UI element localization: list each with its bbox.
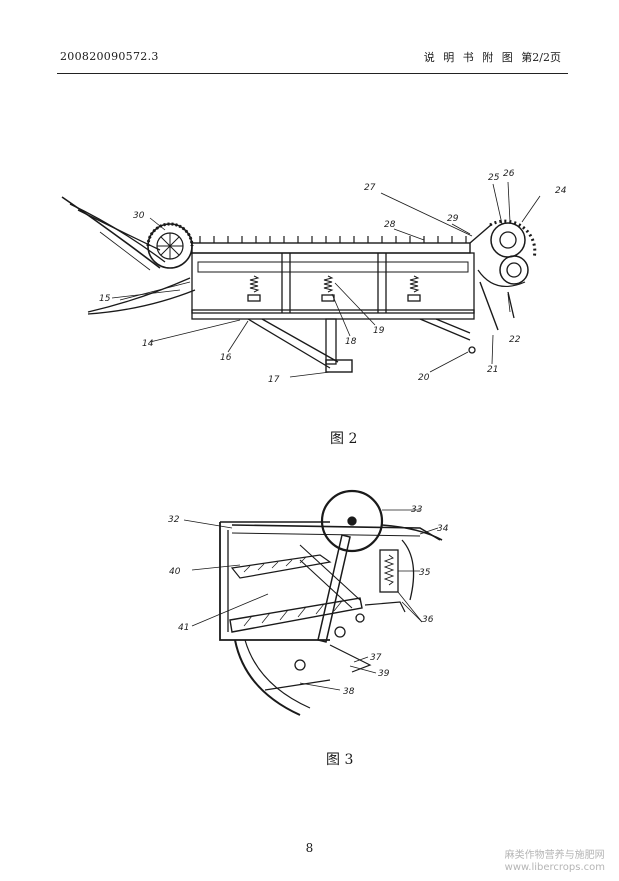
callout-17: 17 [268,375,280,385]
callout-32: 32 [168,515,180,525]
callout-14: 14 [142,339,154,349]
section-label: 说 明 书 附 图 [423,51,513,64]
callout-37: 37 [370,653,382,663]
callout-30: 30 [133,211,145,221]
callout-19: 19 [373,326,385,336]
callout-24: 24 [555,186,567,196]
callout-38: 38 [343,687,355,697]
callout-39: 39 [378,669,390,679]
patent-number: 200820090572.3 [60,50,159,63]
callout-41: 41 [178,623,189,633]
callout-40: 40 [169,567,181,577]
callout-15: 15 [99,294,111,304]
callout-25: 25 [488,173,500,183]
watermark-line-1: 麻类作物营养与施肥网 [504,850,605,861]
callout-33: 33 [411,505,423,515]
page-of-label: 第2/2页 [521,51,561,64]
figure-2-caption: 图 2 [330,431,358,447]
callout-20: 20 [418,373,430,383]
callout-35: 35 [419,568,431,578]
page-number: 8 [305,841,314,855]
site-watermark: 麻类作物营养与施肥网 www.libercrops.com [505,850,605,874]
callout-34: 34 [437,524,449,534]
figure-2-callouts: 15 30 14 16 17 18 19 20 21 22 24 25 26 2… [99,169,567,385]
watermark-line-2: www.libercrops.com [504,862,605,873]
figure-3-callouts: 32 33 34 35 36 37 38 39 40 41 [168,505,449,697]
figure-2-drawing [61,181,541,378]
header-rule [57,73,568,74]
callout-36: 36 [422,615,434,625]
callout-21: 21 [487,365,498,375]
callout-16: 16 [220,353,232,363]
callout-22: 22 [509,335,521,345]
header-section-title: 说 明 书 附 图 第2/2页 [424,49,561,65]
figure-3-caption: 图 3 [326,752,354,768]
callout-29: 29 [447,214,459,224]
callout-28: 28 [384,220,396,230]
callout-27: 27 [364,183,376,193]
callout-18: 18 [345,337,357,347]
figure-3-drawing [183,489,443,716]
callout-26: 26 [503,169,515,179]
